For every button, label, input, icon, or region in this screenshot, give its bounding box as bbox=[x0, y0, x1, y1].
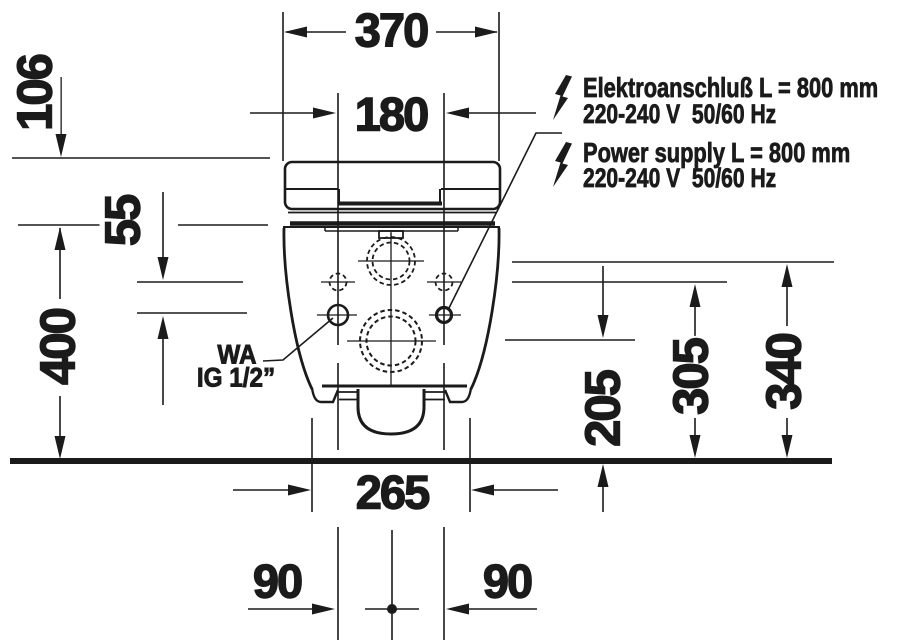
lightning-bolt-icon bbox=[553, 75, 572, 120]
dim-hole-row-gap-label: 55 bbox=[96, 192, 151, 250]
electrical-note-en-line1: Power supply L = 800 mm bbox=[583, 137, 851, 168]
dim-base-width-label: 265 bbox=[352, 468, 432, 516]
electrical-note-en-line2: 220-240 V 50/60 Hz bbox=[583, 163, 777, 193]
extension-lines bbox=[12, 12, 834, 640]
dim-offset-right-label: 90 bbox=[479, 557, 535, 605]
electrical-connection-point bbox=[434, 305, 454, 325]
dimension-lines bbox=[59, 31, 788, 610]
centerline-dot bbox=[387, 604, 397, 614]
electrical-leader-line bbox=[448, 132, 562, 309]
electrical-note-de-line1: Elektroanschluß L = 800 mm bbox=[583, 72, 879, 103]
dim-seat-lid-height-label: 106 bbox=[8, 52, 63, 134]
dimension-arrowheads bbox=[54, 26, 793, 615]
dim-top-width-label: 370 bbox=[351, 6, 431, 54]
dim-inlet-height-label: 340 bbox=[757, 331, 812, 413]
outlet-spigot bbox=[356, 389, 426, 436]
water-connection-point bbox=[326, 303, 350, 327]
electrical-note-de-line2: 220-240 V 50/60 Hz bbox=[583, 99, 777, 129]
dim-fixing-holes-height-label: 305 bbox=[664, 336, 719, 418]
right-bracket bbox=[443, 387, 473, 404]
water-leader-line bbox=[262, 317, 334, 362]
seat-lid-outline bbox=[283, 160, 502, 211]
dim-outlet-height-label: 205 bbox=[576, 368, 631, 450]
water-note-line1: WA bbox=[217, 339, 257, 370]
left-bracket bbox=[310, 387, 340, 404]
dim-connection-spacing-label: 180 bbox=[351, 90, 431, 138]
dim-rim-height-label: 400 bbox=[31, 306, 86, 388]
water-note-line2: IG 1/2” bbox=[196, 362, 276, 393]
outlet-drain-circle bbox=[359, 309, 423, 373]
water-supply-circle bbox=[366, 236, 416, 286]
leader-lines bbox=[262, 132, 562, 362]
toilet-body bbox=[282, 160, 502, 436]
lightning-bolt-icon bbox=[553, 142, 572, 187]
dim-offset-left-label: 90 bbox=[249, 557, 305, 605]
bowl-left-edge bbox=[282, 227, 314, 390]
fixing-hole-circles bbox=[328, 272, 454, 292]
bowl-right-edge bbox=[469, 227, 501, 390]
